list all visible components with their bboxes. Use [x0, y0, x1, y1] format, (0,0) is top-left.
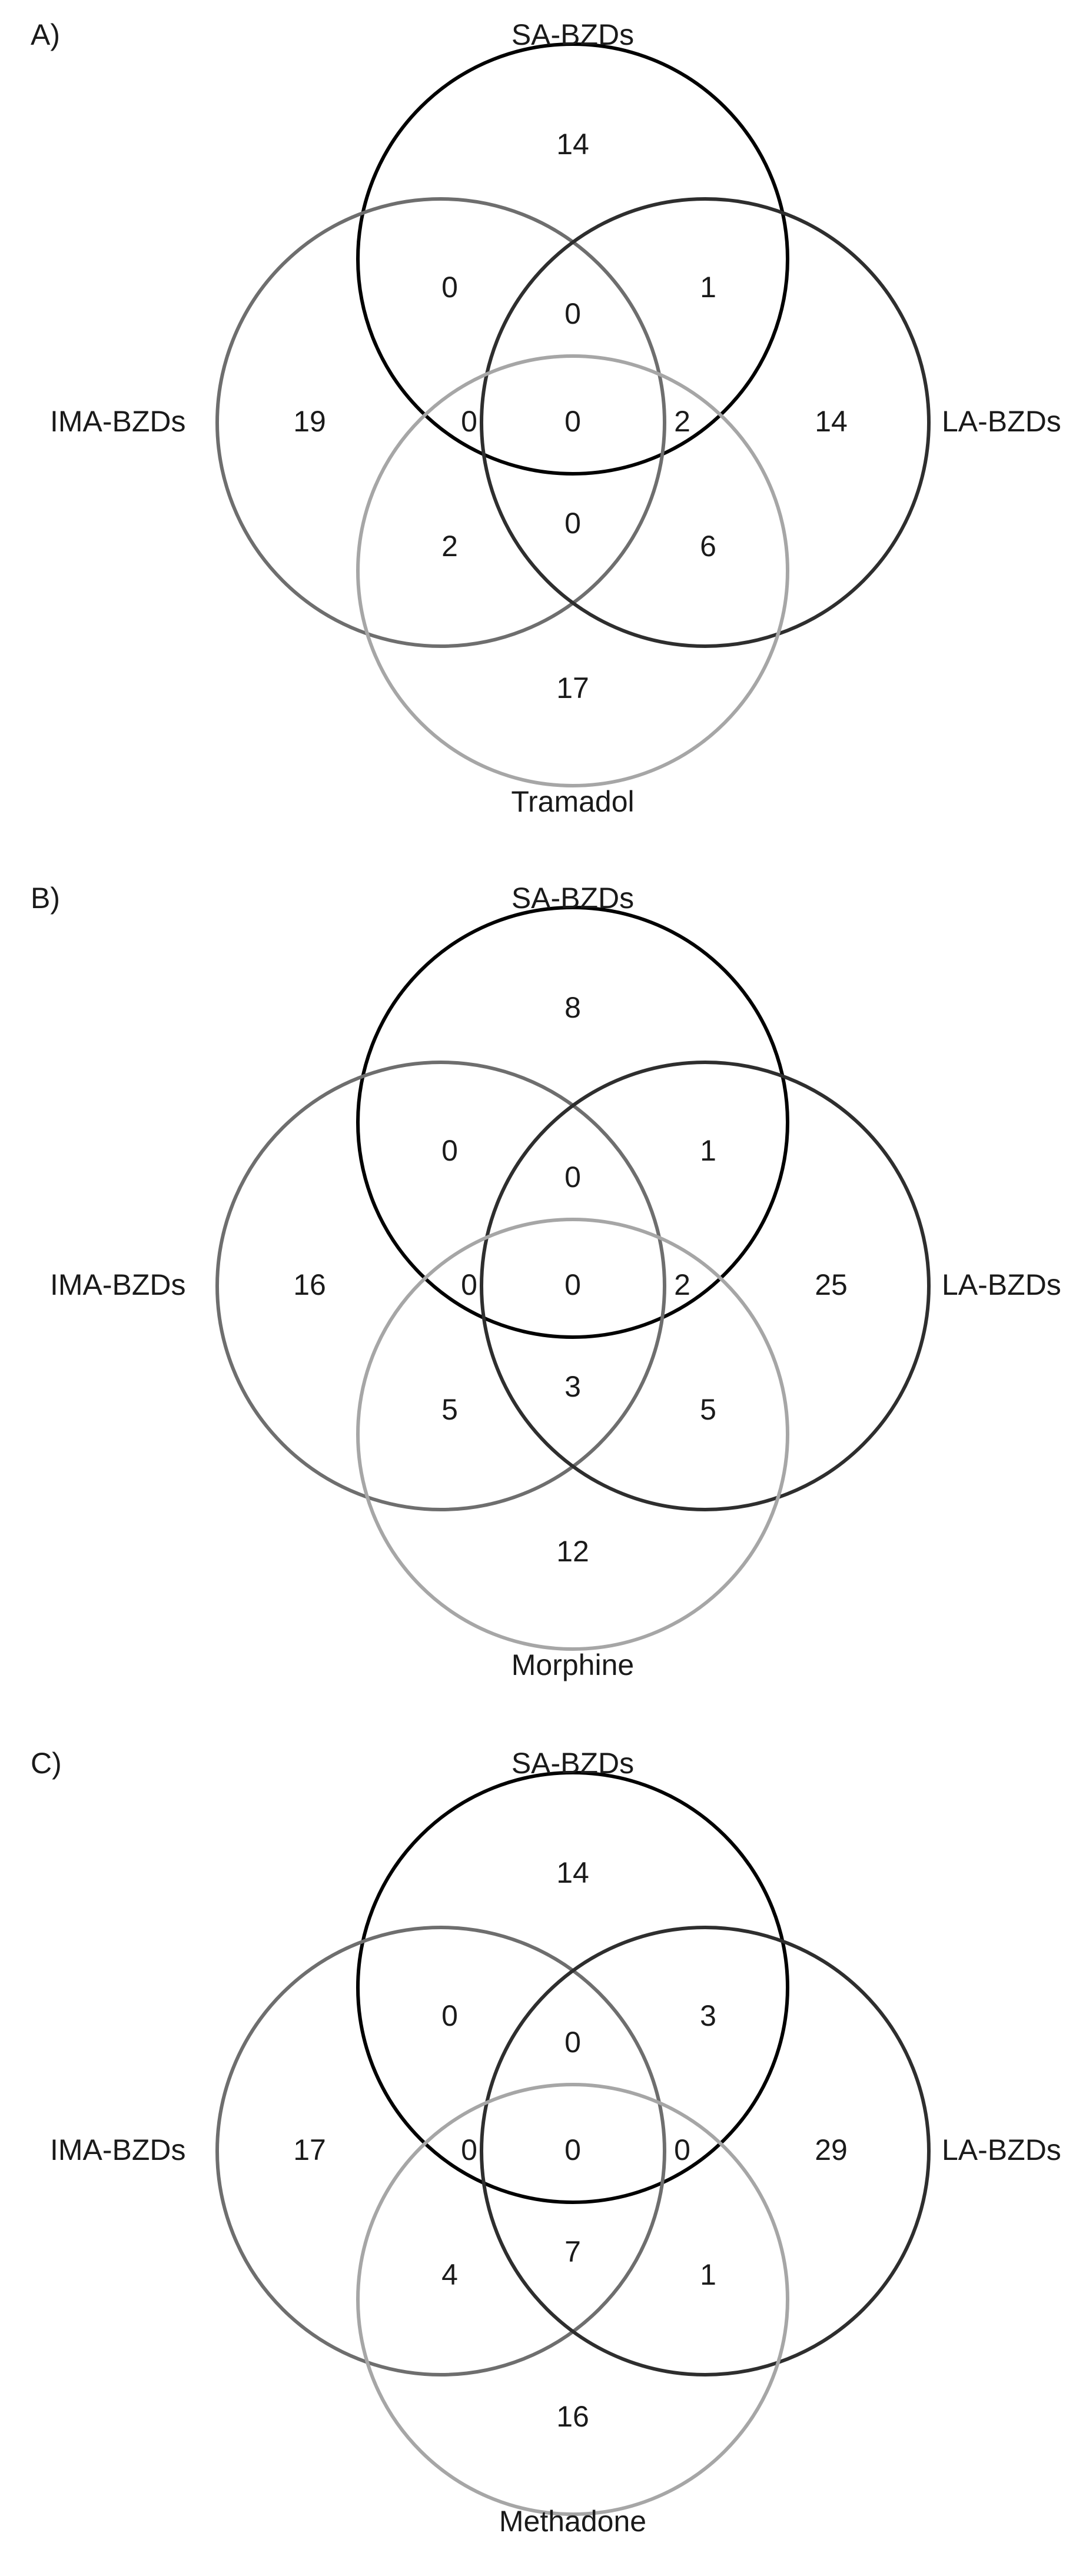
circle-la-bzds: [480, 1061, 931, 1511]
venn-panel-a: A) SA-BZDs IMA-BZDs LA-BZDs Tramadol 14 …: [0, 0, 1076, 847]
circle-la-bzds: [480, 1926, 931, 2376]
venn-panel-c: C) SA-BZDs IMA-BZDs LA-BZDs Methadone 14…: [0, 1729, 1076, 2540]
venn-diagram-a: A) SA-BZDs IMA-BZDs LA-BZDs Tramadol 14 …: [31, 18, 1061, 818]
count-opioid-only: 16: [556, 2400, 589, 2433]
count-la-opioid: 1: [700, 2258, 716, 2291]
count-ima-opioid: 2: [441, 530, 458, 563]
circle-sa-bzds: [356, 42, 789, 476]
count-all-four: 0: [564, 1268, 581, 1301]
count-sa-la: 1: [700, 1134, 716, 1167]
set-label-bottom: Morphine: [512, 1648, 634, 1681]
count-all-four: 0: [564, 2133, 581, 2166]
count-sa-la: 1: [700, 271, 716, 304]
count-ima-sa: 0: [441, 1134, 458, 1167]
count-ima-sa: 0: [441, 1999, 458, 2032]
count-sa-only: 14: [556, 1856, 589, 1889]
count-sa-la-opioid: 0: [674, 2133, 690, 2166]
circle-opioid: [356, 2083, 789, 2516]
count-sa-la: 3: [700, 1999, 716, 2032]
count-ima-la-opioid: 0: [564, 507, 581, 540]
count-sa-only: 8: [564, 991, 581, 1024]
count-ima-sa-la: 0: [564, 297, 581, 330]
venn-panel-b: B) SA-BZDs IMA-BZDs LA-BZDs Morphine 8 0…: [0, 863, 1076, 1711]
set-label-left: IMA-BZDs: [50, 1268, 186, 1301]
panel-label: C): [31, 1747, 62, 1780]
set-label-right: LA-BZDs: [942, 405, 1061, 438]
set-label-top: SA-BZDs: [512, 1747, 634, 1780]
venn-diagram-c: C) SA-BZDs IMA-BZDs LA-BZDs Methadone 14…: [31, 1747, 1061, 2538]
circle-opioid: [356, 1218, 789, 1651]
circle-ima-bzds: [215, 197, 666, 648]
count-la-opioid: 5: [700, 1393, 716, 1426]
count-la-only: 14: [815, 405, 848, 438]
set-label-right: LA-BZDs: [942, 2133, 1061, 2166]
circle-ima-bzds: [215, 1926, 666, 2376]
set-label-top: SA-BZDs: [512, 18, 634, 51]
circle-la-bzds: [480, 197, 931, 648]
count-ima-sa-opioid: 0: [461, 2133, 477, 2166]
count-ima-sa-la: 0: [564, 1161, 581, 1194]
circle-sa-bzds: [356, 1771, 789, 2204]
count-all-four: 0: [564, 405, 581, 438]
count-ima-opioid: 4: [441, 2258, 458, 2291]
count-ima-sa-la: 0: [564, 2026, 581, 2059]
count-ima-only: 19: [293, 405, 326, 438]
count-sa-la-opioid: 2: [674, 405, 690, 438]
panel-label: B): [31, 882, 60, 915]
count-la-opioid: 6: [700, 530, 716, 563]
count-ima-la-opioid: 7: [564, 2235, 581, 2268]
count-la-only: 25: [815, 1268, 848, 1301]
count-sa-only: 14: [556, 128, 589, 161]
count-opioid-only: 17: [556, 672, 589, 704]
count-ima-sa-opioid: 0: [461, 1268, 477, 1301]
count-opioid-only: 12: [556, 1535, 589, 1568]
set-label-bottom: Tramadol: [511, 785, 634, 818]
circle-sa-bzds: [356, 906, 789, 1339]
count-ima-opioid: 5: [441, 1393, 458, 1426]
count-ima-sa-opioid: 0: [461, 405, 477, 438]
set-label-left: IMA-BZDs: [50, 2133, 186, 2166]
circle-ima-bzds: [215, 1061, 666, 1511]
panel-label: A): [31, 18, 60, 51]
count-la-only: 29: [815, 2133, 848, 2166]
count-sa-la-opioid: 2: [674, 1268, 690, 1301]
count-ima-sa: 0: [441, 271, 458, 304]
set-label-top: SA-BZDs: [512, 882, 634, 915]
set-label-left: IMA-BZDs: [50, 405, 186, 438]
count-ima-only: 16: [293, 1268, 326, 1301]
venn-diagram-b: B) SA-BZDs IMA-BZDs LA-BZDs Morphine 8 0…: [31, 882, 1061, 1681]
set-label-bottom: Methadone: [499, 2505, 646, 2538]
count-ima-la-opioid: 3: [564, 1370, 581, 1403]
set-label-right: LA-BZDs: [942, 1268, 1061, 1301]
count-ima-only: 17: [293, 2133, 326, 2166]
circle-opioid: [356, 354, 789, 787]
